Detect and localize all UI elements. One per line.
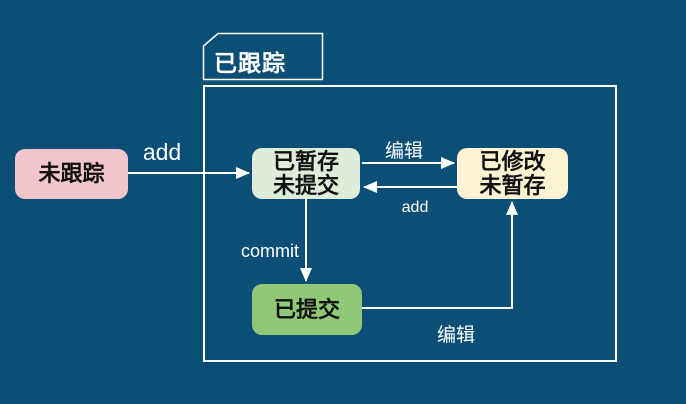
node-staged-label-line1: 已暂存 (272, 148, 339, 174)
node-staged-label-line2: 未提交 (272, 172, 339, 198)
tracked-group-container (203, 85, 617, 362)
node-modified-label-line1: 已修改 (479, 148, 546, 174)
node-committed-label: 已提交 (273, 296, 340, 322)
node-untracked: 未跟踪 (15, 149, 128, 199)
node-untracked-label: 未跟踪 (38, 161, 105, 186)
edge-label-commit: commit (241, 241, 299, 261)
node-staged: 已暂存 未提交 (252, 148, 360, 199)
edge-label-add-modified: add (401, 199, 429, 216)
node-committed: 已提交 (252, 284, 362, 335)
edge-label-edit-committed: 编辑 (436, 325, 475, 346)
edge-label-add-untracked: add (142, 139, 182, 165)
node-modified-label-line2: 未暂存 (479, 172, 546, 198)
node-modified: 已修改 未暂存 (457, 148, 568, 199)
edge-label-edit-staged: 编辑 (384, 141, 423, 162)
tracked-group-label: 已跟踪 (214, 50, 286, 76)
